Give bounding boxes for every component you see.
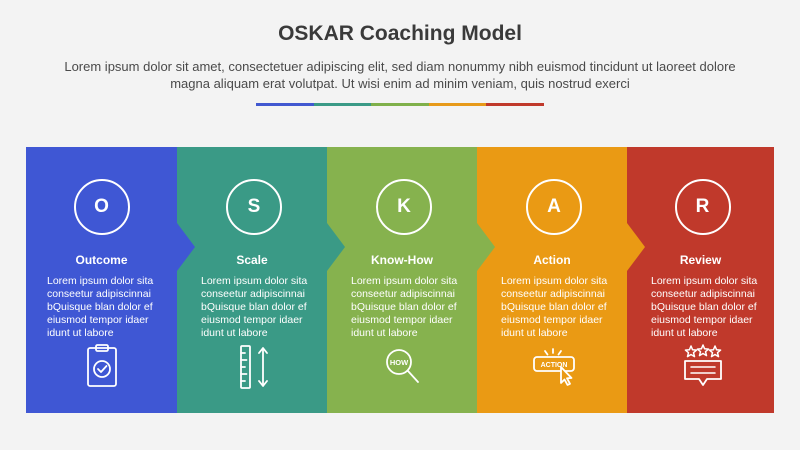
color-divider-segment bbox=[313, 103, 372, 106]
stage-title: Scale bbox=[236, 253, 268, 267]
stage-description: Lorem ipsum dolor sita conseetur adipisc… bbox=[47, 275, 154, 339]
stage-description: Lorem ipsum dolor sita conseetur adipisc… bbox=[201, 275, 308, 339]
star-rating-review-icon bbox=[678, 343, 728, 391]
page-title: OSKAR Coaching Model bbox=[278, 22, 522, 45]
stage-panel-review: R Review Lorem ipsum dolor sita conseetu… bbox=[627, 147, 774, 413]
magnifier-how-icon: HOW bbox=[379, 343, 429, 391]
oskar-stages: O Outcome Lorem ipsum dolor sita conseet… bbox=[26, 147, 774, 413]
stage-panel-outcome: O Outcome Lorem ipsum dolor sita conseet… bbox=[26, 147, 195, 413]
stage-panel-scale: S Scale Lorem ipsum dolor sita conseetur… bbox=[177, 147, 345, 413]
stage-letter-circle: S bbox=[226, 179, 282, 235]
stage-description: Lorem ipsum dolor sita conseetur adipisc… bbox=[501, 275, 608, 339]
color-divider-segment bbox=[428, 103, 487, 106]
stage-letter-circle: O bbox=[73, 179, 130, 235]
ruler-scale-icon bbox=[229, 343, 279, 391]
stage-letter-circle: K bbox=[376, 179, 432, 235]
icon-label-how: HOW bbox=[390, 358, 409, 367]
stage-letter-circle: R bbox=[674, 179, 731, 235]
stage-title: Know-How bbox=[371, 253, 433, 267]
color-divider-segment bbox=[371, 103, 429, 106]
stage-title: Action bbox=[533, 253, 571, 267]
color-divider-segment bbox=[256, 103, 314, 106]
color-divider-segment bbox=[486, 103, 544, 106]
color-divider bbox=[256, 103, 544, 106]
stage-description: Lorem ipsum dolor sita conseetur adipisc… bbox=[351, 275, 458, 339]
icon-label-action: ACTION bbox=[541, 362, 568, 369]
stage-panel-action: A Action Lorem ipsum dolor sita conseetu… bbox=[477, 147, 645, 413]
stage-panel-know-how: K Know-How Lorem ipsum dolor sita consee… bbox=[327, 147, 495, 413]
stage-description: Lorem ipsum dolor sita conseetur adipisc… bbox=[651, 275, 758, 339]
page-subtitle: Lorem ipsum dolor sit amet, consectetuer… bbox=[64, 59, 736, 91]
stage-letter-circle: A bbox=[526, 179, 582, 235]
clipboard-check-icon bbox=[77, 343, 127, 391]
stage-title: Review bbox=[679, 253, 722, 267]
stage-title: Outcome bbox=[75, 253, 128, 267]
action-button-cursor-icon: ACTION bbox=[529, 343, 579, 391]
